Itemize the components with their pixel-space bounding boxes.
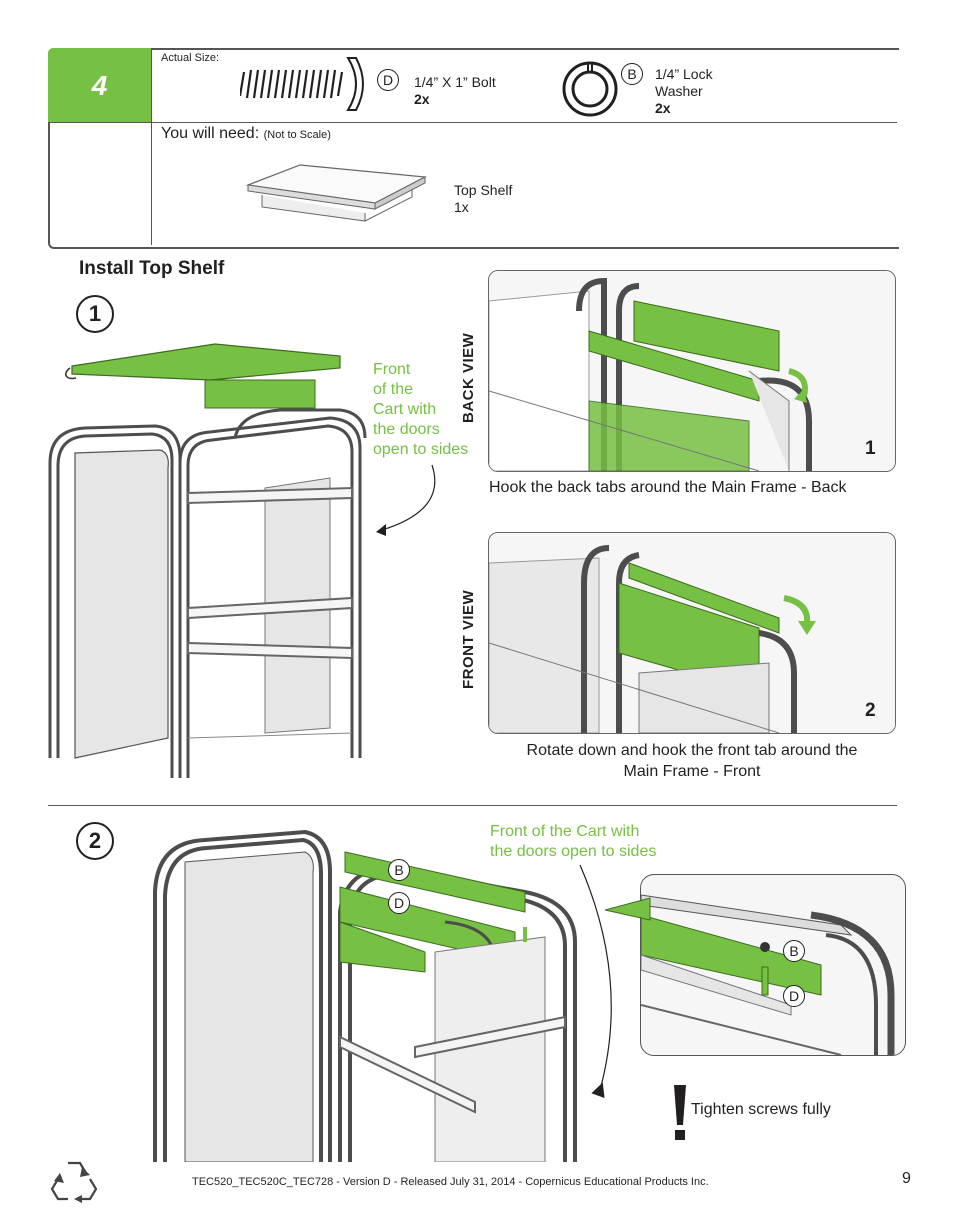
you-will-need: You will need: (Not to Scale) — [161, 125, 331, 142]
washer-callout: B — [621, 63, 643, 85]
lock-washer-icon — [562, 61, 618, 117]
divider-vertical — [151, 48, 152, 245]
step2-front-note: Front of the Cart with the doors open to… — [490, 823, 657, 860]
detail-inset — [640, 874, 906, 1056]
warning-text: Tighten screws fully — [691, 1101, 831, 1118]
detail-illustration — [641, 894, 895, 1055]
step2-callout-d: D — [388, 892, 410, 914]
step-number: 4 — [48, 48, 151, 123]
back-view-panel — [488, 270, 896, 472]
step-box — [48, 48, 899, 249]
washer-qty: 2x — [655, 100, 671, 116]
front-view-panel — [488, 532, 896, 734]
footer-doc-id: TEC520_TEC520C_TEC728 - Version D - Rele… — [192, 1176, 709, 1188]
bolt-qty: 2x — [414, 91, 430, 107]
top-shelf-icon — [245, 164, 428, 222]
washer-name-1: 1/4” Lock — [655, 66, 713, 82]
washer-name-2: Washer — [655, 83, 703, 99]
bolt-icon — [240, 57, 364, 111]
exclamation-icon — [674, 1085, 686, 1140]
step1-front-note: Front of the Cart with the doors open to… — [373, 361, 469, 458]
back-view-label: BACK VIEW — [460, 332, 477, 423]
curved-arrow-icon — [376, 464, 436, 536]
back-view-index: 1 — [865, 438, 876, 459]
page-number: 9 — [902, 1170, 911, 1187]
section-title: Install Top Shelf — [79, 258, 225, 279]
cart-installed-shelf-illustration — [153, 829, 577, 1162]
cart-with-top-shelf-illustration — [48, 343, 367, 778]
curved-arrow-icon — [579, 864, 612, 1099]
bolt-callout: D — [377, 69, 399, 91]
back-view-caption: Hook the back tabs around the Main Frame… — [489, 479, 847, 496]
front-view-index: 2 — [865, 700, 876, 721]
step-1-marker: 1 — [76, 295, 114, 333]
top-shelf-qty: 1x — [454, 199, 469, 215]
back-view-illustration — [489, 271, 895, 471]
shelf-tab-illustration — [605, 897, 651, 921]
detail-callout-d: D — [783, 985, 805, 1007]
recycle-icon — [50, 1161, 98, 1203]
step2-callout-b: B — [388, 859, 410, 881]
front-view-caption: Rotate down and hook the front tab aroun… — [526, 742, 858, 780]
bolt-name: 1/4” X 1” Bolt — [414, 74, 496, 90]
divider-horizontal — [48, 122, 897, 123]
front-view-label: FRONT VIEW — [460, 589, 477, 689]
section-divider — [48, 805, 897, 806]
actual-size-label: Actual Size: — [161, 52, 220, 64]
front-view-illustration — [489, 533, 895, 733]
step-2-marker: 2 — [76, 822, 114, 860]
detail-callout-b: B — [783, 940, 805, 962]
top-shelf-name: Top Shelf — [454, 182, 513, 198]
